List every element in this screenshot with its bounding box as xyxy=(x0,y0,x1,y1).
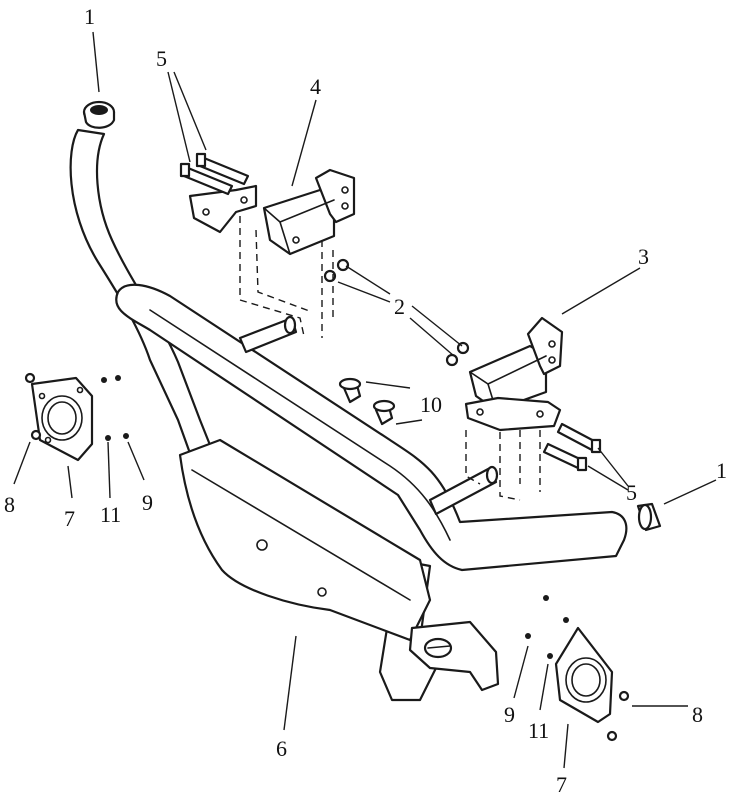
lamp-mount-plate-left xyxy=(30,376,94,462)
callout-7-left: 7 xyxy=(64,506,75,531)
callout-9-right: 9 xyxy=(504,702,515,727)
bolt-plate-left xyxy=(179,152,258,234)
tube-end-cap-right xyxy=(636,502,662,532)
callout-7-right: 7 xyxy=(556,772,567,797)
mounting-bracket-right xyxy=(464,316,564,432)
callout-6: 6 xyxy=(276,736,287,761)
callout-11-left: 11 xyxy=(100,502,121,527)
callout-2: 2 xyxy=(394,294,405,319)
callout-11-right: 11 xyxy=(528,718,549,743)
callout-5-right: 5 xyxy=(626,480,637,505)
callout-8-right: 8 xyxy=(692,702,703,727)
lamp-hardware-right xyxy=(525,595,630,742)
callout-1-right: 1 xyxy=(716,458,727,483)
assembly-hidden-lines xyxy=(239,216,541,501)
bolts-right xyxy=(542,422,602,472)
lamp-hardware-left xyxy=(24,372,129,441)
clevis-pins xyxy=(338,377,396,426)
skid-plate xyxy=(178,438,500,692)
callout-labels: 1 5 4 3 2 10 1 5 8 7 11 9 6 9 11 8 7 xyxy=(4,4,727,797)
lamp-mount-plate-right xyxy=(554,626,614,724)
callout-5-left: 5 xyxy=(156,46,167,71)
callout-9-left: 9 xyxy=(142,490,153,515)
callout-8-left: 8 xyxy=(4,492,15,517)
callout-1-top: 1 xyxy=(84,4,95,29)
tube-end-cap-top xyxy=(82,100,116,129)
callout-10: 10 xyxy=(420,392,442,417)
callout-4: 4 xyxy=(310,74,321,99)
leader-lines xyxy=(13,31,717,769)
callout-3: 3 xyxy=(638,244,649,269)
mounting-bracket-left xyxy=(262,168,356,256)
nuts-group xyxy=(323,258,470,367)
